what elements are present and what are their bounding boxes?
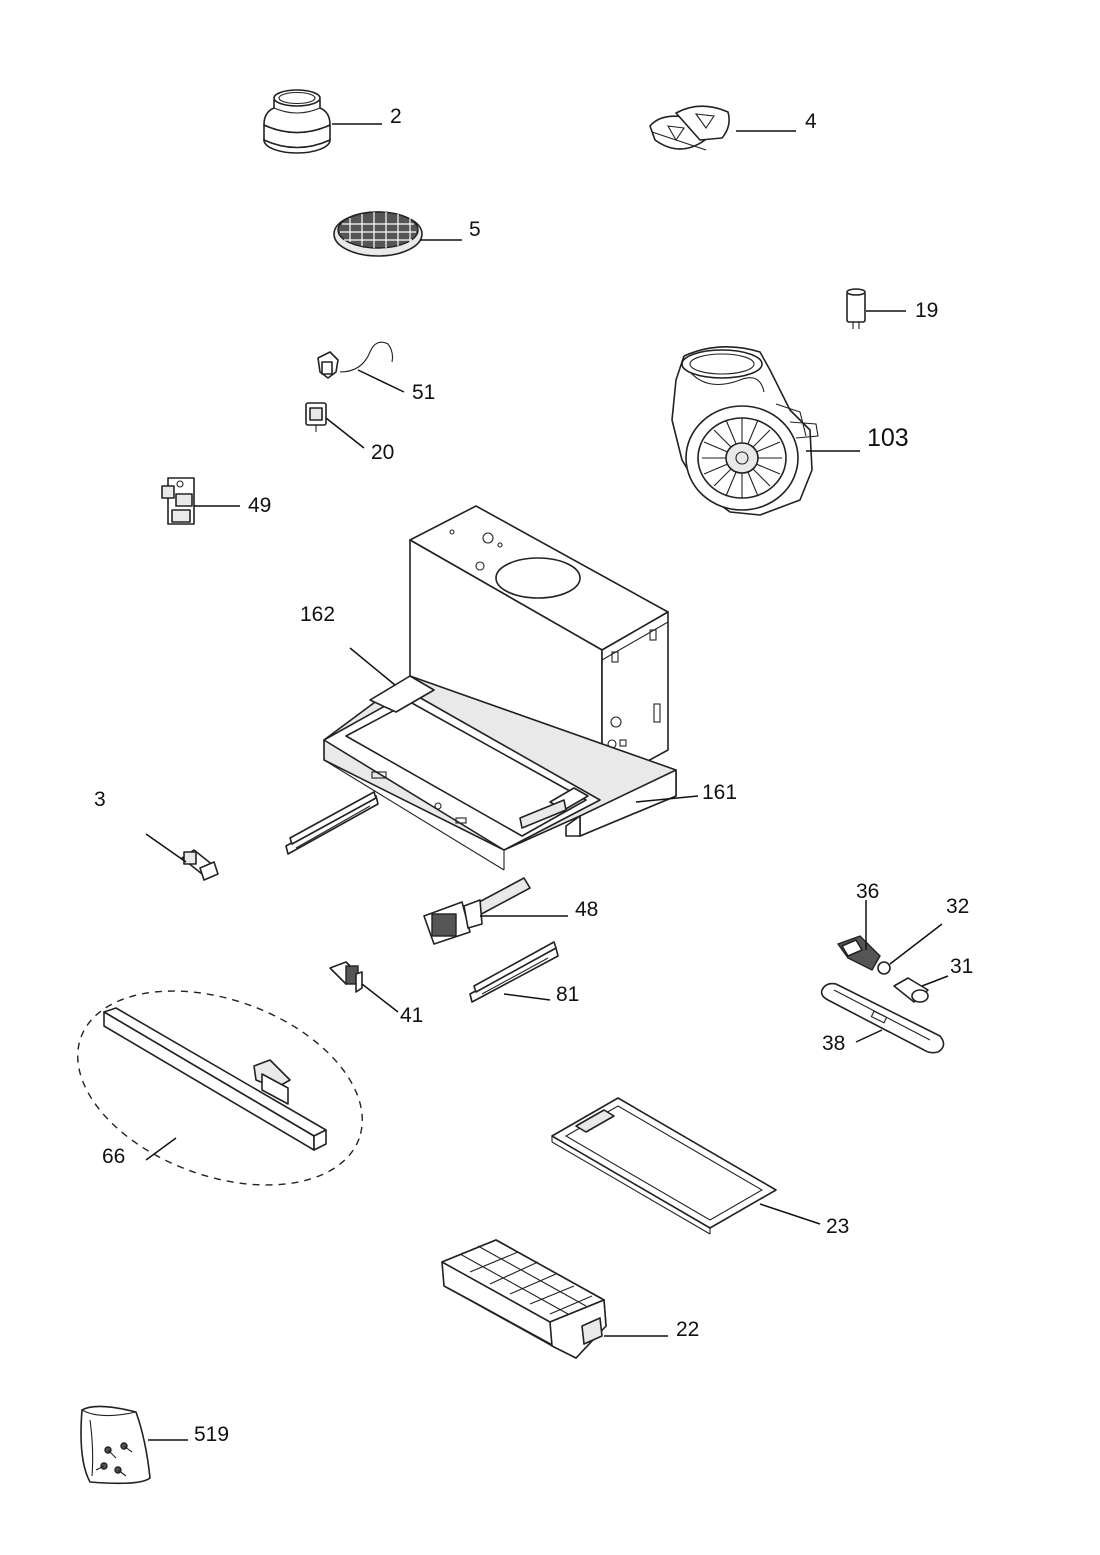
part-49-control-board[interactable] xyxy=(161,477,195,525)
callout-4: 4 xyxy=(805,110,817,133)
part-3-clip[interactable] xyxy=(181,849,219,881)
part-161-front-panel[interactable] xyxy=(565,769,677,837)
callout-49: 49 xyxy=(248,494,271,517)
part-81-slide-rail[interactable] xyxy=(469,941,559,1003)
part-103-blower-motor[interactable] xyxy=(671,346,819,516)
part-5-round-filter[interactable] xyxy=(333,211,423,257)
leader-23 xyxy=(759,1203,821,1225)
leader-41 xyxy=(361,983,399,1013)
callout-519: 519 xyxy=(194,1423,229,1446)
part-48-switch-assembly[interactable] xyxy=(423,877,531,945)
callout-23: 23 xyxy=(826,1215,849,1238)
slide-rail-left[interactable] xyxy=(285,791,379,855)
part-51-cable[interactable] xyxy=(317,341,394,379)
part-4-backdraft-flaps[interactable] xyxy=(649,105,730,151)
callout-66: 66 xyxy=(102,1145,125,1168)
leader-31 xyxy=(921,975,949,987)
part-519-screw-bag[interactable] xyxy=(80,1405,151,1485)
callout-38: 38 xyxy=(822,1032,845,1055)
leader-66 xyxy=(145,1137,177,1161)
leader-32 xyxy=(889,923,943,965)
callout-5: 5 xyxy=(469,218,481,241)
part-22-charcoal-filter[interactable] xyxy=(441,1239,607,1359)
leader-20 xyxy=(325,417,365,449)
part-2-duct-reducer[interactable] xyxy=(263,89,331,154)
callout-41: 41 xyxy=(400,1004,423,1027)
callout-3: 3 xyxy=(94,788,106,811)
part-23-grease-filter[interactable] xyxy=(551,1097,777,1235)
callout-20: 20 xyxy=(371,441,394,464)
callout-36: 36 xyxy=(856,880,879,903)
callout-48: 48 xyxy=(575,898,598,921)
leader-51 xyxy=(357,369,405,393)
part-31-lamp[interactable] xyxy=(893,977,929,1003)
callout-81: 81 xyxy=(556,983,579,1006)
leader-162 xyxy=(349,647,396,686)
leader-161 xyxy=(635,795,699,803)
part-36-lamp-holder[interactable] xyxy=(836,935,891,975)
callout-31: 31 xyxy=(950,955,973,978)
leader-3 xyxy=(145,833,187,863)
leader-38 xyxy=(855,1029,883,1043)
part-162-hood-body[interactable] xyxy=(323,505,677,871)
callout-2: 2 xyxy=(390,105,402,128)
part-19-capacitor[interactable] xyxy=(846,288,866,329)
part-41-bracket[interactable] xyxy=(329,961,363,993)
callout-19: 19 xyxy=(915,299,938,322)
callout-162: 162 xyxy=(300,603,335,626)
part-66-front-bar-kit[interactable] xyxy=(51,955,389,1222)
callout-22: 22 xyxy=(676,1318,699,1341)
leader-81 xyxy=(503,993,551,1001)
part-38-lamp-cover[interactable] xyxy=(820,982,945,1054)
part-20-switch[interactable] xyxy=(305,402,327,432)
callout-32: 32 xyxy=(946,895,969,918)
callout-103: 103 xyxy=(867,424,909,452)
callout-161: 161 xyxy=(702,781,737,804)
callout-51: 51 xyxy=(412,381,435,404)
